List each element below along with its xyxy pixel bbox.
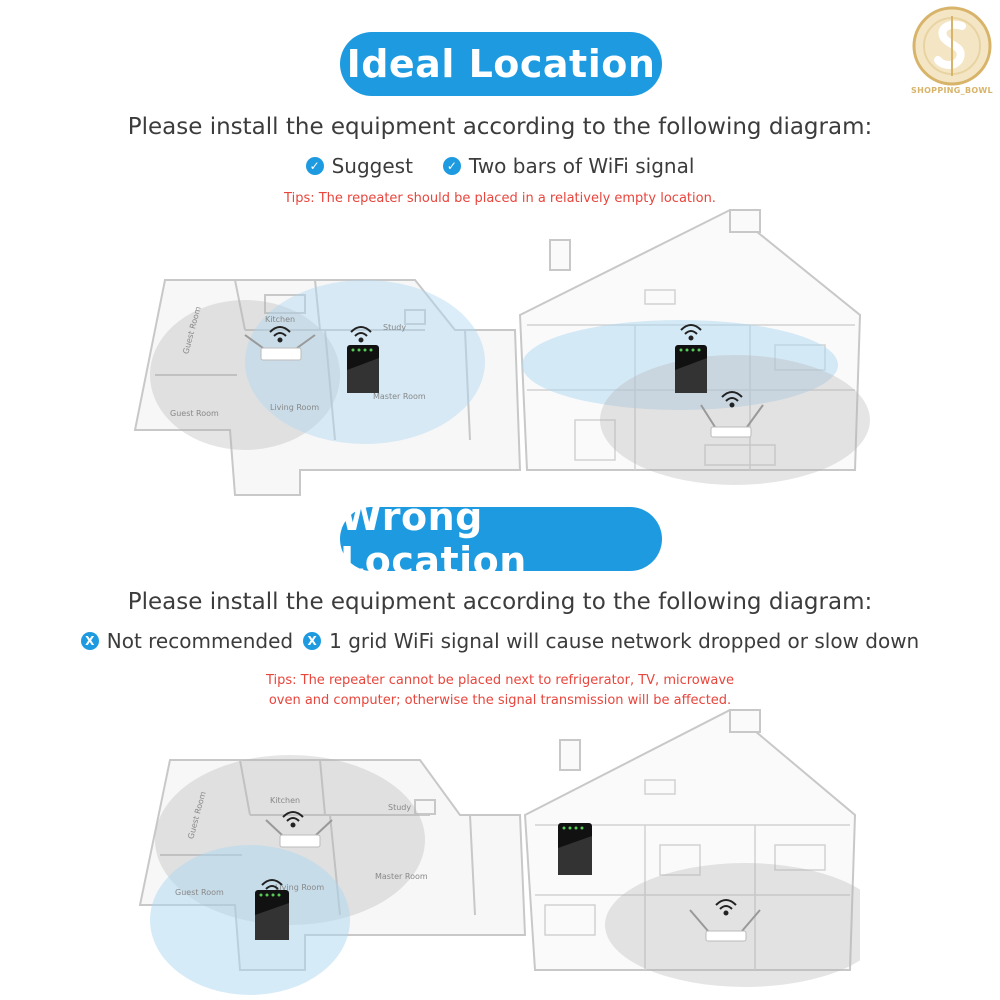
check-label: Two bars of WiFi signal — [468, 154, 695, 178]
wrong-heading: Please install the equipment according t… — [127, 589, 873, 615]
repeater-device-icon — [675, 345, 707, 393]
router-icon — [689, 909, 761, 942]
ideal-heading: Please install the equipment according t… — [127, 114, 873, 140]
wrong-checks: X Not recommended X 1 grid WiFi signal wil… — [0, 629, 1000, 653]
wrong-floorplan-diagram: Kitchen Study Guest Room Living Room Mas… — [138, 755, 527, 995]
repeater-device-icon — [558, 823, 592, 875]
cross-label: 1 grid WiFi signal will cause network dr… — [329, 629, 920, 653]
router-icon — [244, 334, 316, 361]
wifi-icon — [350, 326, 372, 343]
repeater-device-icon — [347, 345, 379, 393]
check-icon: ✓ — [305, 157, 324, 175]
room-label: Study — [383, 323, 406, 332]
wrong-house-diagram — [523, 708, 860, 987]
logo-emblem-icon — [912, 6, 992, 86]
wrong-location-title: Wrong Location — [340, 495, 662, 583]
room-label: Guest Room — [175, 888, 224, 897]
cross-icon: X — [80, 632, 99, 650]
wifi-icon — [261, 879, 283, 890]
check-item: ✓ Suggest — [305, 154, 413, 178]
router-icon — [265, 819, 333, 848]
router-signal-zone — [605, 863, 860, 987]
check-label: Suggest — [331, 154, 413, 178]
room-label: Guest Room — [170, 409, 219, 418]
cross-icon: X — [303, 632, 322, 650]
ideal-location-title: Ideal Location — [340, 32, 662, 96]
logo-text: SHOPPING_BOWL — [911, 86, 993, 95]
ideal-house-diagram — [518, 208, 870, 485]
router-icon — [700, 404, 764, 438]
wrong-tip-line-1: Tips: The repeater cannot be placed next… — [265, 673, 735, 688]
room-label: Kitchen — [270, 796, 300, 805]
cross-label: Not recommended — [106, 629, 294, 653]
room-label: Living Room — [270, 403, 319, 412]
room-label: Master Room — [375, 872, 428, 881]
check-item: ✓ Two bars of WiFi signal — [442, 154, 695, 178]
wifi-icon — [269, 326, 291, 343]
room-label: Living Room — [275, 883, 324, 892]
repeater-device-icon — [255, 890, 289, 940]
ideal-checks: ✓ Suggest ✓ Two bars of WiFi signal — [0, 154, 1000, 178]
wifi-icon — [680, 324, 702, 341]
cross-item: X Not recommended — [80, 629, 294, 653]
room-label: Master Room — [373, 392, 426, 401]
ideal-floorplan-diagram: Kitchen Study Guest Room Living Room Mas… — [133, 279, 522, 496]
router-signal-zone — [600, 355, 870, 485]
wifi-icon — [282, 811, 304, 828]
cross-item: X 1 grid WiFi signal will cause network d… — [303, 629, 919, 653]
router-signal-zone — [150, 300, 340, 450]
room-label: Study — [388, 803, 411, 812]
repeater-signal-zone — [150, 845, 350, 995]
wifi-icon — [715, 899, 737, 916]
wifi-icon — [721, 391, 743, 408]
ideal-tip: Tips: The repeater should be placed in a… — [284, 191, 716, 206]
shopping-bowl-logo: SHOPPING_BOWL — [910, 4, 994, 100]
wrong-tip-line-2: oven and computer; otherwise the signal … — [268, 693, 732, 708]
check-icon: ✓ — [442, 157, 461, 175]
room-label: Kitchen — [265, 315, 295, 324]
